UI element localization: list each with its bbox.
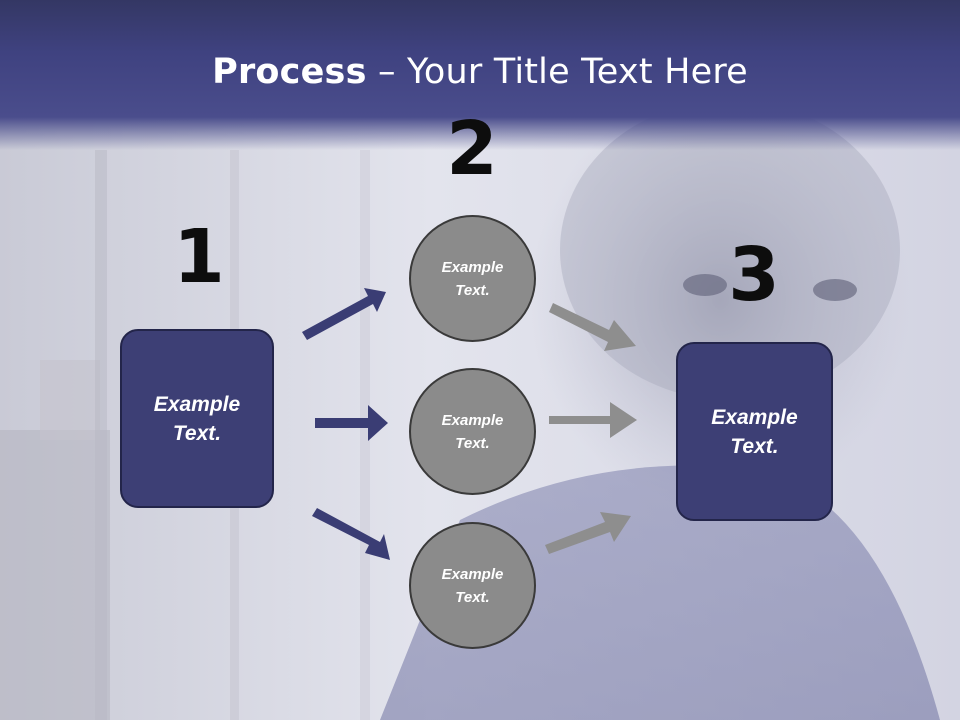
- process-box-right-text: Example Text.: [711, 405, 798, 458]
- title-bold: Process: [212, 52, 367, 92]
- process-circle-2[interactable]: Example Text.: [409, 368, 536, 495]
- arrow-from-circle-1: [549, 303, 636, 351]
- arrow-from-circle-3: [545, 512, 631, 554]
- arrow-to-circle-1: [302, 288, 386, 340]
- arrow-to-circle-2: [315, 405, 388, 441]
- process-circle-3[interactable]: Example Text.: [409, 522, 536, 649]
- process-circle-3-text: Example Text.: [441, 565, 504, 606]
- process-box-right[interactable]: Example Text.: [676, 342, 833, 521]
- step-number-2: 2: [446, 106, 498, 192]
- process-circle-1[interactable]: Example Text.: [409, 215, 536, 342]
- process-box-left[interactable]: Example Text.: [120, 329, 274, 508]
- slide-title[interactable]: Process – Your Title Text Here: [0, 52, 960, 92]
- arrow-to-circle-3: [312, 508, 390, 560]
- title-bar: [0, 0, 960, 150]
- arrow-from-circle-2: [549, 402, 637, 438]
- process-circle-2-text: Example Text.: [441, 411, 504, 452]
- step-number-3: 3: [728, 232, 780, 318]
- process-box-left-text: Example Text.: [153, 392, 241, 445]
- process-circle-1-text: Example Text.: [441, 258, 504, 299]
- title-rest: – Your Title Text Here: [366, 52, 748, 92]
- step-number-1: 1: [173, 214, 225, 300]
